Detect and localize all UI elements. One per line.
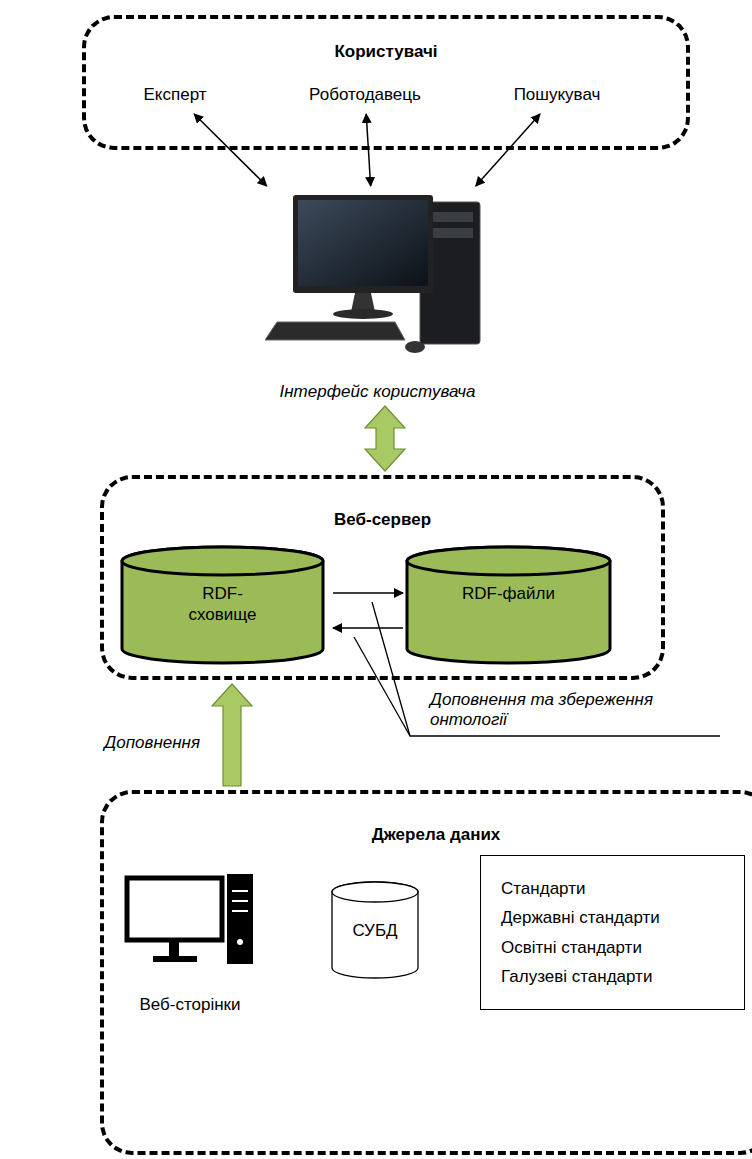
sources-group: Джерела данихВеб-сторінки СУБД СтандартиДе… xyxy=(100,790,752,1155)
cylinder-top xyxy=(332,882,418,902)
connector-arrow xyxy=(333,592,403,594)
cylinder-body xyxy=(332,882,418,978)
edge-label: Доповнення xyxy=(102,733,202,753)
tower-slot xyxy=(232,910,248,912)
cylinder-body xyxy=(407,547,610,663)
server-group: Веб-серверRDF-сховище RDF-файли xyxy=(100,475,665,680)
power-button xyxy=(237,939,243,945)
group-title: Користувачі xyxy=(86,41,686,62)
node-label: Інтерфейс користувача xyxy=(245,381,510,402)
cylinder-body xyxy=(122,547,323,663)
connector-arrow xyxy=(366,114,370,186)
node-label: Пошукувач xyxy=(514,84,601,105)
mouse xyxy=(405,341,425,353)
user-group: КористувачіЕксперт Роботодавець Пошукувач xyxy=(82,15,690,150)
monitor-base xyxy=(153,956,197,962)
computer-illustration xyxy=(265,190,490,360)
node-label: Освітні стандарти xyxy=(501,937,724,958)
node-label: RDF-файли xyxy=(434,583,584,604)
monitor-screen xyxy=(298,200,428,286)
flow-arrow xyxy=(365,406,405,471)
group-title: Веб-сервер xyxy=(104,509,661,530)
keyboard xyxy=(265,322,405,340)
node-label: Галузеві стандарти xyxy=(501,966,724,987)
connector-arrow xyxy=(194,114,267,186)
node-label: Роботодавець xyxy=(309,84,421,105)
user-role: Роботодавець xyxy=(290,80,440,110)
tower-slot xyxy=(232,890,248,892)
flow-arrow xyxy=(212,684,252,786)
storage-cylinder: RDF-сховище xyxy=(120,545,325,665)
database-cylinder: СУБД xyxy=(330,880,420,980)
node-label: Веб-сторінки xyxy=(95,994,285,1015)
monitor-stand xyxy=(169,942,179,956)
cylinder-top xyxy=(122,547,323,575)
monitor xyxy=(127,878,222,940)
node-label: Стандарти xyxy=(501,878,724,899)
node-label: Експерт xyxy=(144,84,207,105)
group-title: Джерела даних xyxy=(104,824,752,845)
standards-box: СтандартиДержавні стандартиОсвітні станд… xyxy=(480,855,745,1010)
node-label: RDF-сховище xyxy=(175,583,270,626)
user-role: Експерт xyxy=(105,80,245,110)
cylinder-outline xyxy=(120,545,325,665)
monitor-frame xyxy=(293,195,433,293)
drive-bay xyxy=(427,228,473,238)
storage-cylinder: RDF-файли xyxy=(405,545,612,665)
drive-bay xyxy=(427,212,473,222)
cylinder-outline xyxy=(405,545,612,665)
webpage-node: Веб-сторінки xyxy=(115,870,265,1015)
pc-tower xyxy=(227,874,253,964)
monitor-base xyxy=(333,309,393,319)
user-role: Пошукувач xyxy=(487,80,627,110)
node-label: Державні стандарти xyxy=(501,907,724,928)
cylinder-top xyxy=(407,547,610,575)
leader-line xyxy=(354,637,410,736)
tower-slot xyxy=(232,900,248,902)
connector-arrow xyxy=(333,627,403,629)
connector-arrow xyxy=(476,114,540,186)
annotation-label: Доповнення та збереження онтології xyxy=(428,690,687,730)
webpage-illustration xyxy=(115,870,265,970)
computer-node: Інтерфейс користувача xyxy=(265,190,490,402)
node-label: СУБД xyxy=(335,920,415,941)
